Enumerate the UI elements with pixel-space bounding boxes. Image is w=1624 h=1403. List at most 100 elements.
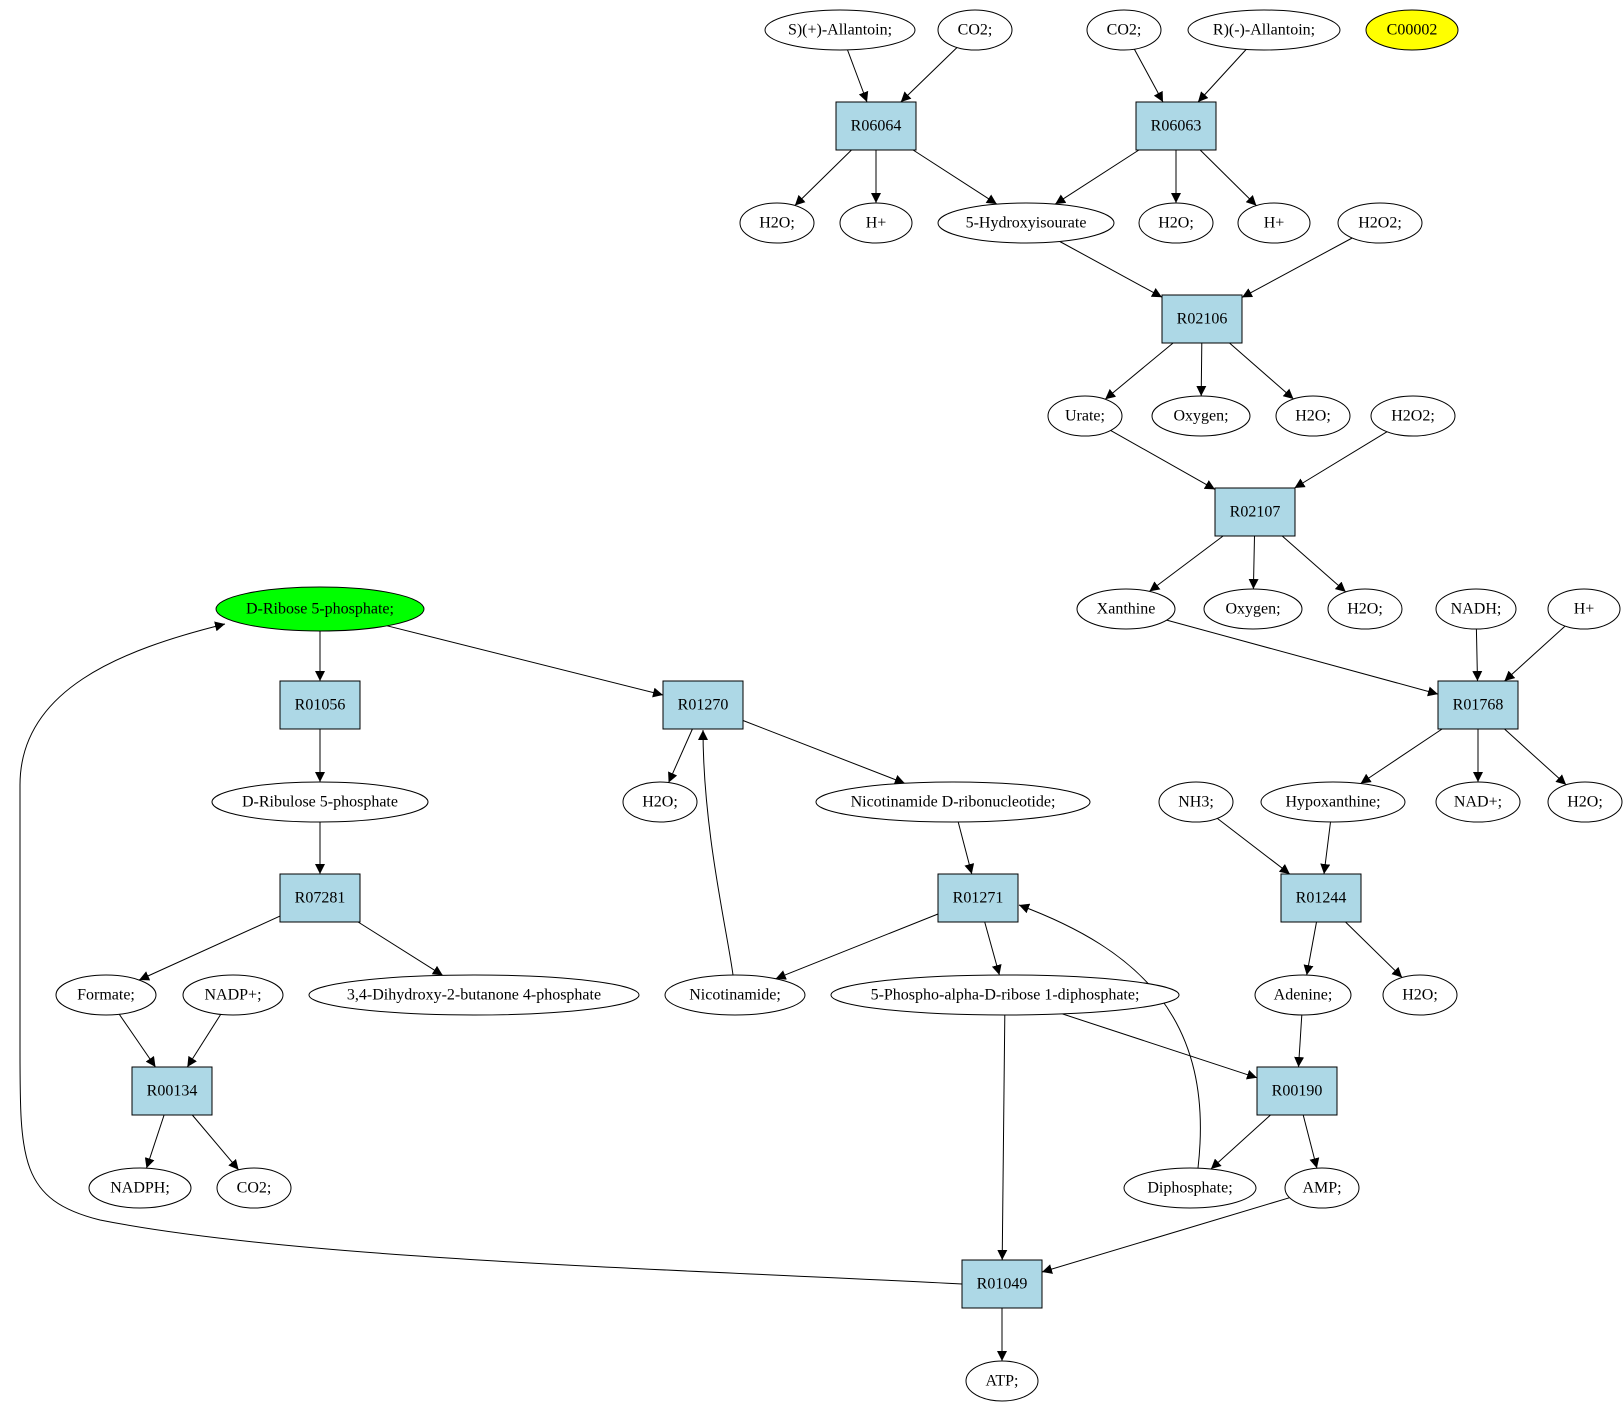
compound-node-nadph[interactable]: NADPH; xyxy=(88,1167,192,1209)
node-label: Oxygen; xyxy=(1225,601,1280,618)
reaction-node-R06064[interactable]: R06064 xyxy=(835,101,917,151)
reaction-box xyxy=(1214,487,1296,537)
node-label: Oxygen; xyxy=(1173,408,1228,425)
node-label: NADP+; xyxy=(204,987,261,1004)
compound-node-hplus_c[interactable]: H+ xyxy=(1547,588,1621,630)
compound-ellipse xyxy=(1151,395,1251,437)
edge-R07281-to-formate xyxy=(138,915,281,981)
compound-node-nmn[interactable]: Nicotinamide D-ribonucleotide; xyxy=(815,781,1091,823)
edge-urate-to-R02107 xyxy=(1110,429,1216,490)
node-label: H2O; xyxy=(1402,987,1438,1004)
edge-hplus_c-to-R01768 xyxy=(1504,625,1566,682)
compound-node-h2o_e[interactable]: H2O; xyxy=(622,781,698,823)
edge-R01768-to-h2o_f xyxy=(1504,728,1567,786)
compound-ellipse xyxy=(815,781,1091,823)
reaction-node-R01270[interactable]: R01270 xyxy=(662,680,744,730)
compound-node-hplus_a[interactable]: H+ xyxy=(839,202,913,244)
reaction-node-R01049[interactable]: R01049 xyxy=(961,1259,1043,1309)
compound-node-oxygen_b[interactable]: Oxygen; xyxy=(1203,588,1303,630)
reaction-node-R00134[interactable]: R00134 xyxy=(131,1066,213,1116)
compound-node-h2o_b[interactable]: H2O; xyxy=(1138,202,1214,244)
edge-R02107-to-xanthine xyxy=(1149,535,1224,592)
node-label: Urate; xyxy=(1065,408,1105,425)
compound-node-co2_c[interactable]: CO2; xyxy=(216,1167,292,1209)
compound-node-ribulose5p[interactable]: D-Ribulose 5-phosphate xyxy=(211,781,429,823)
compound-node-h2o2_a[interactable]: H2O2; xyxy=(1337,202,1423,244)
compound-node-nadpplus[interactable]: NADP+; xyxy=(182,974,284,1016)
reaction-node-R02106[interactable]: R02106 xyxy=(1161,294,1243,344)
compound-node-formate[interactable]: Formate; xyxy=(55,974,157,1016)
compound-node-xanthine[interactable]: Xanthine xyxy=(1076,588,1176,630)
compound-node-h2o_d[interactable]: H2O; xyxy=(1327,588,1403,630)
edge-nadh-to-R01768 xyxy=(1472,628,1483,682)
compound-node-urate[interactable]: Urate; xyxy=(1047,395,1123,437)
compound-ellipse xyxy=(1203,588,1303,630)
compound-node-h2o_a[interactable]: H2O; xyxy=(739,202,815,244)
compound-node-oxygen_a[interactable]: Oxygen; xyxy=(1151,395,1251,437)
compound-node-prpp[interactable]: 5-Phospho-alpha-D-ribose 1-diphosphate; xyxy=(830,974,1180,1016)
compound-node-c00002[interactable]: C00002 xyxy=(1365,9,1459,51)
compound-ellipse xyxy=(839,202,913,244)
edge-nh3-to-R01244 xyxy=(1216,818,1291,875)
compound-ellipse xyxy=(1086,9,1162,51)
edge-R06064-to-hydroxyisourate xyxy=(912,149,998,205)
compound-node-h2o_f[interactable]: H2O; xyxy=(1547,781,1623,823)
reaction-node-R01056[interactable]: R01056 xyxy=(279,680,361,730)
node-label: R06064 xyxy=(851,118,902,135)
node-label: R00190 xyxy=(1272,1083,1323,1100)
edge-R00190-to-amp xyxy=(1302,1114,1320,1169)
compound-node-h2o_c[interactable]: H2O; xyxy=(1275,395,1351,437)
compound-ellipse xyxy=(215,586,425,632)
compound-ellipse xyxy=(1547,781,1623,823)
compound-node-atp[interactable]: ATP; xyxy=(965,1360,1039,1402)
reaction-node-R00190[interactable]: R00190 xyxy=(1256,1066,1338,1116)
reaction-node-R01768[interactable]: R01768 xyxy=(1437,680,1519,730)
reaction-box xyxy=(1256,1066,1338,1116)
compound-ellipse xyxy=(1284,1167,1360,1209)
compound-node-adenine[interactable]: Adenine; xyxy=(1254,974,1352,1016)
compound-ellipse xyxy=(88,1167,192,1209)
edge-hypoxanthine-to-R01244 xyxy=(1320,821,1331,875)
compound-node-hydroxyisourate[interactable]: 5-Hydroxyisourate xyxy=(937,202,1115,244)
compound-node-dhbp[interactable]: 3,4-Dihydroxy-2-butanone 4-phosphate xyxy=(308,974,640,1016)
compound-node-h2o2_b[interactable]: H2O2; xyxy=(1370,395,1456,437)
compound-node-nicotinamide[interactable]: Nicotinamide; xyxy=(664,974,806,1016)
compound-node-nh3[interactable]: NH3; xyxy=(1158,781,1234,823)
compound-ellipse xyxy=(182,974,284,1016)
node-label: D-Ribulose 5-phosphate xyxy=(242,794,398,811)
compound-ellipse xyxy=(1327,588,1403,630)
node-label: H2O; xyxy=(1347,601,1383,618)
compound-node-nadplus[interactable]: NAD+; xyxy=(1435,781,1521,823)
compound-ellipse xyxy=(55,974,157,1016)
compound-ellipse xyxy=(1435,781,1521,823)
compound-node-s_allantoin[interactable]: S)(+)-Allantoin; xyxy=(764,9,916,51)
reaction-node-R07281[interactable]: R07281 xyxy=(279,873,361,923)
compound-node-h2o_g[interactable]: H2O; xyxy=(1382,974,1458,1016)
edge-nmn-to-R01271 xyxy=(957,821,975,875)
compound-node-amp[interactable]: AMP; xyxy=(1284,1167,1360,1209)
reaction-box xyxy=(1161,294,1243,344)
compound-node-co2_b[interactable]: CO2; xyxy=(1086,9,1162,51)
compound-node-hypoxanthine[interactable]: Hypoxanthine; xyxy=(1260,781,1406,823)
edge-R06063-to-hplus_b xyxy=(1199,149,1257,206)
reaction-node-R01244[interactable]: R01244 xyxy=(1280,873,1362,923)
reaction-node-R06063[interactable]: R06063 xyxy=(1135,101,1217,151)
compound-node-nadh[interactable]: NADH; xyxy=(1435,588,1517,630)
edge-R00134-to-co2_c xyxy=(191,1114,239,1171)
node-label: R02106 xyxy=(1177,311,1228,328)
edge-R01270-to-nmn xyxy=(742,720,905,785)
compound-node-hplus_b[interactable]: H+ xyxy=(1237,202,1311,244)
compound-node-ribose5p[interactable]: D-Ribose 5-phosphate; xyxy=(215,586,425,632)
node-label: AMP; xyxy=(1302,1180,1341,1197)
compound-ellipse xyxy=(308,974,640,1016)
compound-node-r_allantoin[interactable]: R)(-)-Allantoin; xyxy=(1187,9,1341,51)
compound-node-co2_a[interactable]: CO2; xyxy=(937,9,1013,51)
reaction-box xyxy=(1280,873,1362,923)
compound-node-diphosphate[interactable]: Diphosphate; xyxy=(1123,1167,1257,1209)
node-label: R01271 xyxy=(953,890,1004,907)
reaction-node-R01271[interactable]: R01271 xyxy=(937,873,1019,923)
compound-ellipse xyxy=(1254,974,1352,1016)
reaction-box xyxy=(1437,680,1519,730)
reaction-node-R02107[interactable]: R02107 xyxy=(1214,487,1296,537)
node-label: Xanthine xyxy=(1097,601,1156,618)
